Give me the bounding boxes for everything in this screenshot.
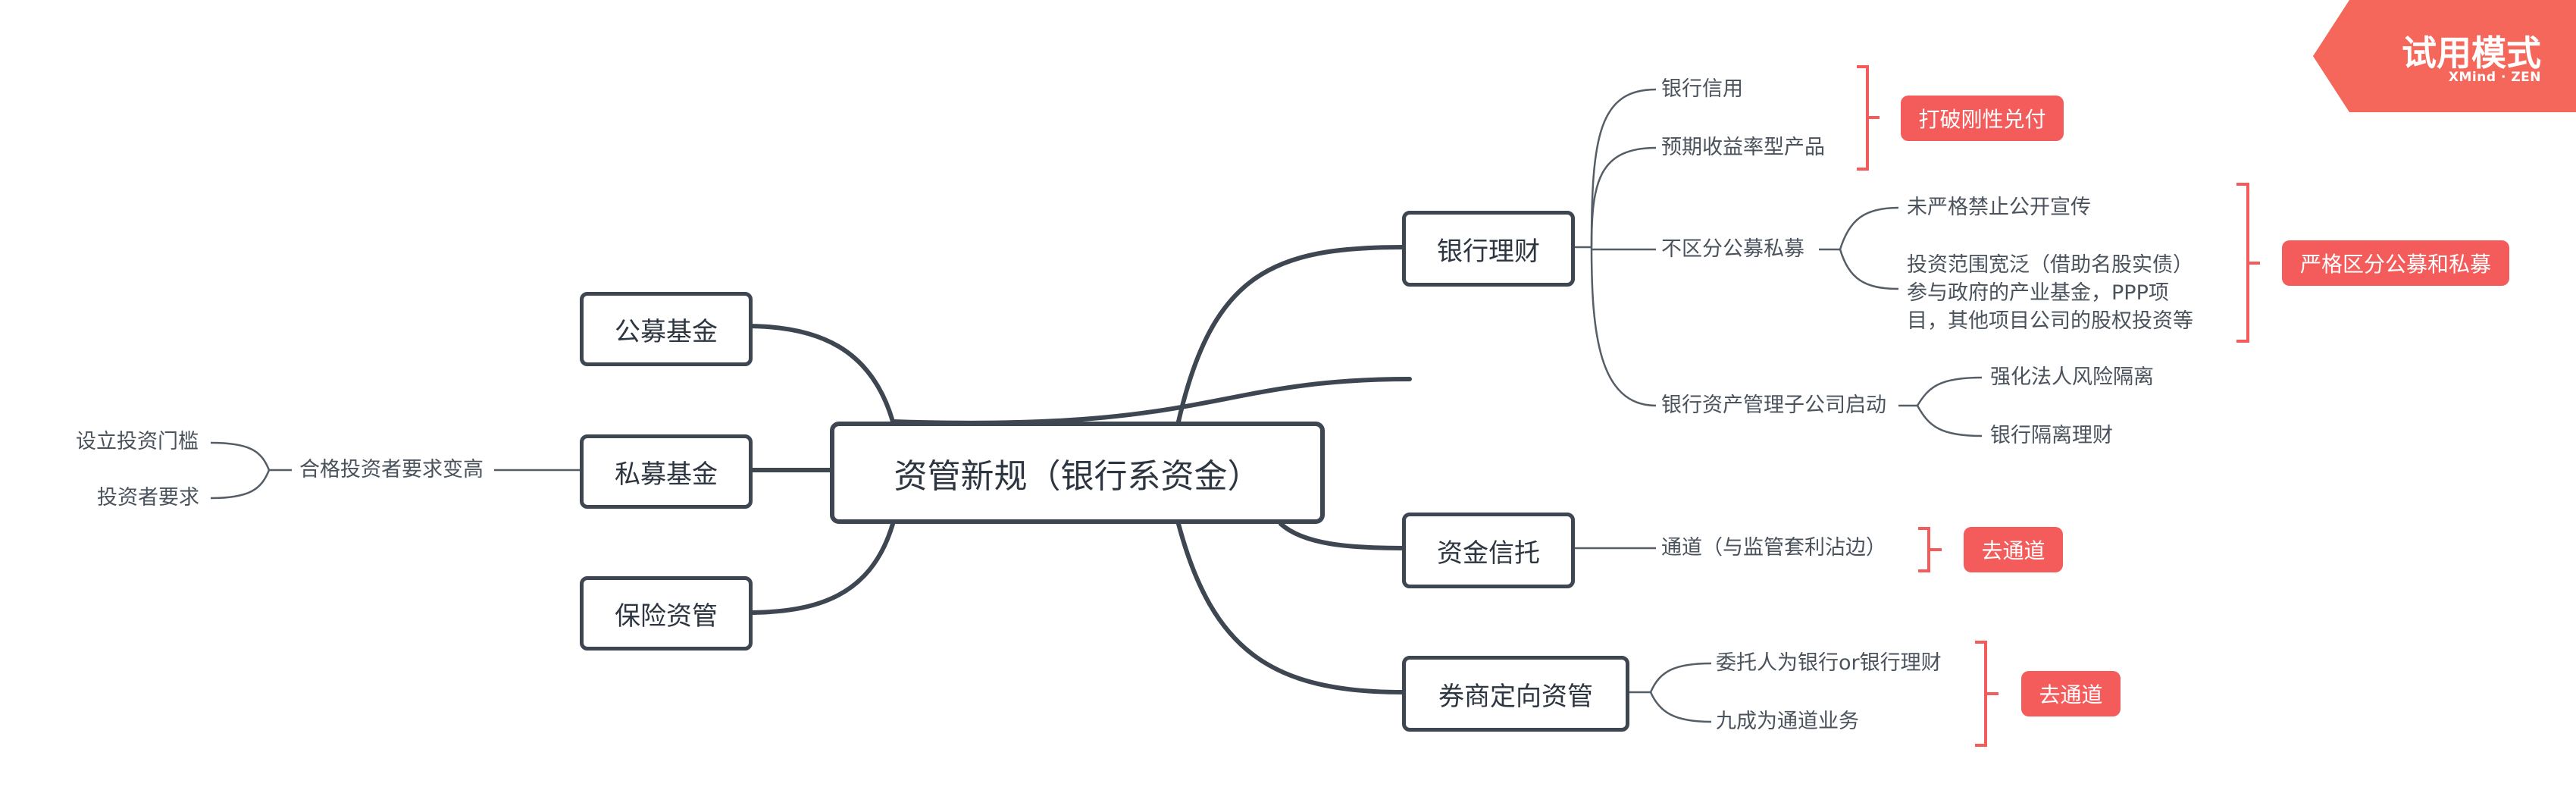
summary-bracket-3 bbox=[1918, 527, 1942, 572]
summary-remove-channel-broker[interactable]: 去通道 bbox=[2021, 671, 2121, 716]
summary-remove-channel-trust[interactable]: 去通道 bbox=[1964, 527, 2063, 572]
topic-label: 券商定向资管 bbox=[1438, 681, 1593, 712]
topic-label: 银行理财 bbox=[1437, 236, 1540, 267]
subtopic-connectors bbox=[210, 88, 1983, 723]
summary-label: 去通道 bbox=[2039, 682, 2103, 707]
subtopic-broad-investment[interactable]: 投资范围宽泛（借助名股实债） 参与政府的产业基金，PPP项 目，其他项目公司的股… bbox=[1907, 251, 2193, 335]
connector-to-broker bbox=[1176, 522, 1406, 694]
subtopic-channel-arbitrage[interactable]: 通道（与监管套利沾边） bbox=[1661, 536, 1886, 560]
trial-mode-title: 试用模式 bbox=[2402, 33, 2541, 74]
topic-public-fund[interactable]: 公募基金 bbox=[580, 292, 753, 366]
subtopic-expected-yield[interactable]: 预期收益率型产品 bbox=[1661, 136, 1825, 159]
connector-to-trust bbox=[1279, 522, 1406, 550]
subtopic-bank-isolation[interactable]: 银行隔离理财 bbox=[1990, 424, 2113, 447]
text-line: 投资范围宽泛（借助名股实债） bbox=[1907, 253, 2193, 277]
connector-root-bank bbox=[890, 377, 1412, 425]
subtopic-client-bank[interactable]: 委托人为银行or银行理财 bbox=[1716, 651, 1942, 675]
connector-to-insurance bbox=[744, 522, 895, 615]
topic-private-fund[interactable]: 私募基金 bbox=[580, 434, 753, 509]
text-line: 目，其他项目公司的股权投资等 bbox=[1907, 309, 2193, 333]
connector-to-bank bbox=[1176, 245, 1406, 424]
summary-strict-public-private[interactable]: 严格区分公募和私募 bbox=[2282, 240, 2509, 286]
summary-break-rigid-payment[interactable]: 打破刚性兑付 bbox=[1901, 96, 2064, 141]
topic-label: 私募基金 bbox=[615, 459, 718, 490]
subtopic-bank-credit[interactable]: 银行信用 bbox=[1661, 77, 1743, 101]
topic-label: 资金信托 bbox=[1437, 538, 1540, 569]
subtopic-no-public-private[interactable]: 不区分公募私募 bbox=[1661, 237, 1804, 261]
subtopic-investor-requirement[interactable]: 投资者要求 bbox=[97, 486, 199, 509]
root-topic[interactable]: 资管新规（银行系资金） bbox=[830, 422, 1325, 524]
connector-to-public-fund bbox=[744, 324, 895, 424]
summary-bracket-4 bbox=[1975, 641, 1999, 747]
xmind-zen-logo: XMind · ZEN bbox=[2448, 70, 2541, 85]
subtopic-ninety-percent-channel[interactable]: 九成为通道业务 bbox=[1716, 710, 1859, 733]
text-line: 参与政府的产业基金，PPP项 bbox=[1907, 281, 2169, 305]
topic-fund-trust[interactable]: 资金信托 bbox=[1402, 513, 1575, 588]
trial-badge-shape bbox=[2313, 0, 2576, 112]
trial-mode-badge[interactable]: 试用模式 XMind · ZEN bbox=[2313, 0, 2576, 112]
topic-label: 保险资管 bbox=[615, 600, 718, 632]
subtopic-legal-risk-isolation[interactable]: 强化法人风险隔离 bbox=[1990, 365, 2154, 389]
subtopic-set-threshold[interactable]: 设立投资门槛 bbox=[76, 430, 199, 453]
subtopic-no-public-promo-ban[interactable]: 未严格禁止公开宣传 bbox=[1907, 196, 2091, 219]
main-connectors bbox=[890, 377, 1412, 425]
summary-bracket-1 bbox=[1857, 65, 1880, 171]
topic-label: 公募基金 bbox=[615, 316, 718, 347]
summary-label: 去通道 bbox=[1981, 538, 2045, 563]
root-topic-label: 资管新规（银行系资金） bbox=[894, 456, 1261, 496]
summary-label: 严格区分公募和私募 bbox=[2299, 252, 2491, 277]
topic-bank-wealth[interactable]: 银行理财 bbox=[1402, 211, 1575, 287]
summary-brackets bbox=[1857, 65, 2260, 747]
subtopic-qualified-investor[interactable]: 合格投资者要求变高 bbox=[299, 458, 484, 481]
topic-broker-targeted-am[interactable]: 券商定向资管 bbox=[1402, 656, 1629, 732]
summary-bracket-2 bbox=[2236, 183, 2260, 343]
topic-insurance-am[interactable]: 保险资管 bbox=[580, 576, 753, 651]
subtopic-bank-subsidiary[interactable]: 银行资产管理子公司启动 bbox=[1661, 393, 1886, 417]
summary-label: 打破刚性兑付 bbox=[1918, 107, 2046, 132]
